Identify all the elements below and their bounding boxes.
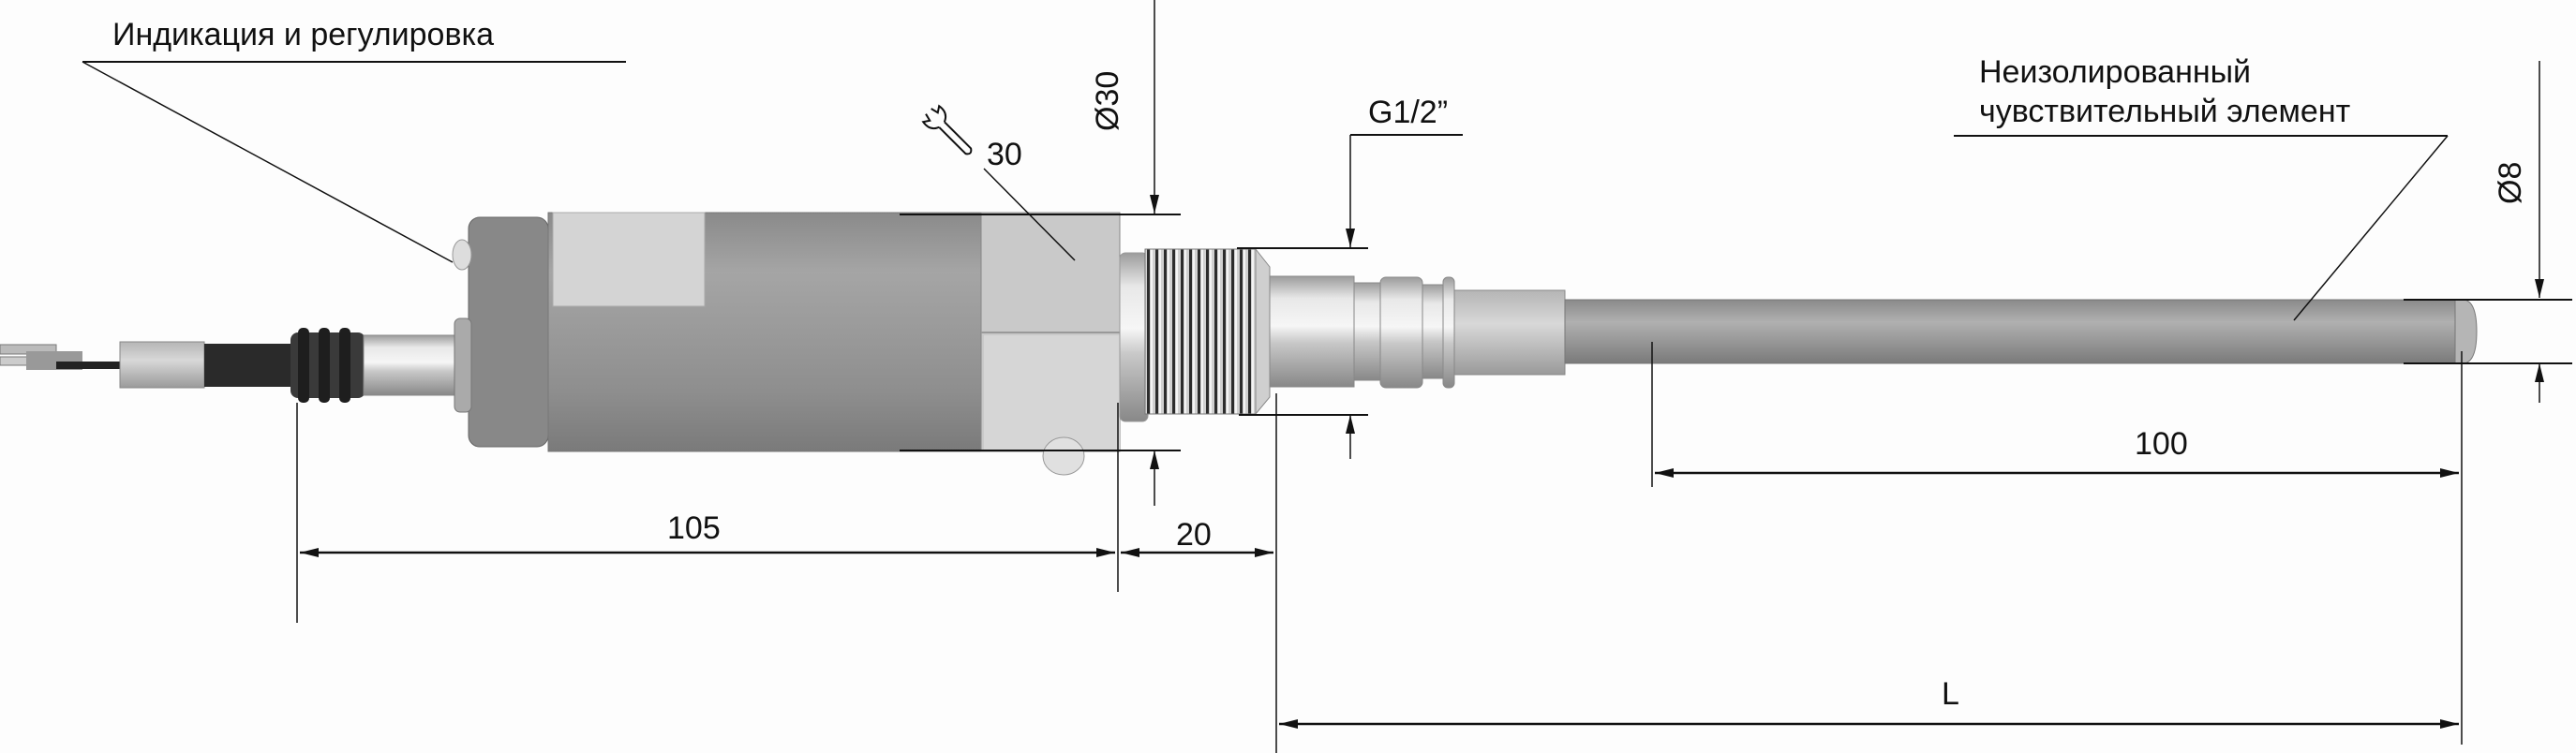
display-window bbox=[552, 212, 706, 307]
probe-diameter-label: Ø8 bbox=[2493, 162, 2528, 204]
adjust-button bbox=[452, 239, 472, 271]
dimension-lines bbox=[82, 0, 2572, 753]
wrench-icon bbox=[921, 104, 973, 155]
rear-cap bbox=[468, 216, 549, 448]
probe-length-label: 100 bbox=[2135, 426, 2188, 462]
body-length-label: 105 bbox=[667, 510, 721, 546]
sensor-assembly bbox=[0, 212, 2478, 476]
wrench-size-label: 30 bbox=[987, 137, 1022, 172]
hex-bottom-screw bbox=[1042, 436, 1085, 476]
thread-label: G1/2” bbox=[1368, 95, 1448, 130]
probe-tip bbox=[2454, 299, 2478, 364]
housing-diameter-label: Ø30 bbox=[1090, 71, 1125, 131]
immersion-length-label: L bbox=[1942, 676, 1959, 712]
indication-callout: Индикация и регулировка bbox=[112, 17, 494, 52]
cable-black-sheath bbox=[204, 344, 290, 387]
cable-wires bbox=[0, 344, 122, 370]
thread-g12 bbox=[1144, 248, 1257, 415]
sensor-callout-line1: Неизолированный bbox=[1979, 54, 2251, 90]
compression-fitting bbox=[1269, 275, 1566, 389]
sensor-callout-line2: чувствительный элемент bbox=[1979, 94, 2350, 129]
sensing-probe bbox=[1564, 299, 2465, 364]
cable-gland bbox=[290, 328, 458, 403]
thread-length-label: 20 bbox=[1176, 517, 1212, 553]
cable-sleeve bbox=[119, 341, 205, 389]
